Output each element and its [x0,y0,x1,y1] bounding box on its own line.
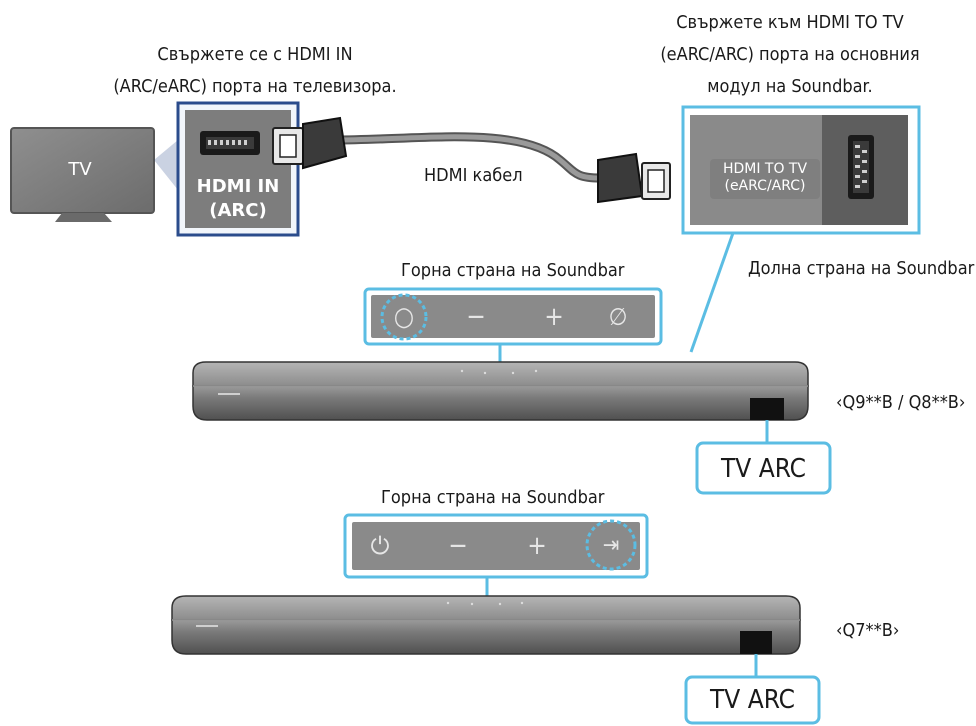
bottom-side-label: Долна страна на Soundbar [748,258,975,279]
tv-label: TV [68,159,92,180]
soundbar-1 [192,361,832,495]
tv-arc-label-1: TV ARC [721,454,806,484]
soundbar-hdmi-instruction-line2: (eARC/ARC) порта на основния [660,44,920,65]
top-panel-callout-2 [343,513,649,598]
soundbar-bottom-port-callout [681,105,921,353]
mic-off-icon: ∅ [608,303,628,331]
volume-down-icon-2: − [448,531,468,561]
volume-down-icon: − [466,302,486,332]
model-label-2: ‹Q7**B› [836,620,900,641]
top-side-label-1: Горна страна на Soundbar [401,260,625,281]
power-icon: ⏻ [370,532,390,560]
volume-up-icon-2: + [527,531,547,561]
tv-hdmi-port-label-1: HDMI IN [196,176,280,197]
top-panel-callout-1 [363,287,663,364]
tv-arc-label-2: TV ARC [710,685,795,715]
soundbar-port-label-2: (eARC/ARC) [724,178,806,194]
tv-icon [10,127,155,222]
source-icon: ⇥ [602,533,620,558]
model-label-1: ‹Q9**B / Q8**B› [836,392,966,413]
power-button-icon: ○ [393,302,415,332]
soundbar-hdmi-instruction-line1: Свържете към HDMI TO TV [676,12,904,33]
tv-hdmi-instruction-line2: (ARC/eARC) порта на телевизора. [113,76,397,97]
top-side-label-2: Горна страна на Soundbar [381,487,605,508]
volume-up-icon: + [544,302,564,332]
tv-hdmi-port-label-2: (ARC) [209,200,267,221]
soundbar-port-label-1: HDMI TO TV [722,161,808,177]
hdmi-cable [272,116,671,204]
soundbar-hdmi-instruction-line3: модул на Soundbar. [707,76,873,97]
cable-label: HDMI кабел [424,165,523,186]
soundbar-2 [171,595,821,725]
tv-hdmi-instruction-line1: Свържете се с HDMI IN [157,44,353,65]
